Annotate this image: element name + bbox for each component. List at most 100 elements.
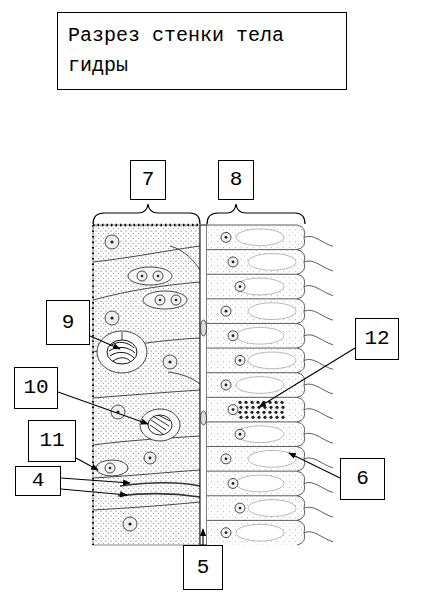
endoderm-layer bbox=[248, 352, 296, 369]
ectoderm-layer bbox=[149, 457, 152, 460]
ectoderm-layer bbox=[168, 372, 200, 384]
endoderm-layer bbox=[221, 380, 231, 390]
ectoderm-layer bbox=[155, 295, 165, 305]
ectoderm-layer bbox=[96, 460, 128, 476]
endoderm-layer bbox=[245, 416, 248, 419]
endoderm-layer bbox=[275, 416, 278, 419]
callout-box: 9 bbox=[46, 300, 90, 345]
callout-box: 10 bbox=[14, 367, 58, 409]
cnidoblast bbox=[148, 415, 172, 435]
nematocyst bbox=[110, 352, 134, 358]
endoderm-layer bbox=[235, 355, 245, 365]
endoderm-layer bbox=[236, 475, 284, 492]
endoderm-layer bbox=[207, 299, 305, 324]
endoderm-layer bbox=[235, 503, 245, 513]
callout-number: 4 bbox=[32, 469, 45, 493]
endoderm-layer bbox=[250, 411, 253, 414]
ectoderm-layer bbox=[93, 225, 200, 545]
ectoderm-layer bbox=[109, 467, 112, 470]
leader-lines bbox=[58, 336, 355, 545]
ectoderm-layer bbox=[153, 271, 163, 281]
endoderm-layer bbox=[235, 282, 245, 292]
ectoderm-layer bbox=[170, 246, 200, 270]
endoderm-layer bbox=[275, 406, 278, 409]
endoderm-layer bbox=[251, 406, 254, 409]
callout-box: 6 bbox=[340, 458, 385, 500]
endoderm-layer bbox=[225, 310, 228, 313]
endoderm-layer bbox=[281, 416, 284, 419]
ectoderm-layer bbox=[159, 299, 162, 302]
ectoderm-layer bbox=[93, 390, 200, 398]
endoderm-layer bbox=[225, 457, 228, 460]
endoderm-layer bbox=[304, 483, 333, 493]
endoderm-layer bbox=[304, 384, 333, 394]
endoderm-layer bbox=[207, 373, 305, 398]
endoderm-layer bbox=[304, 261, 333, 271]
endoderm-layer bbox=[304, 236, 333, 246]
endoderm-layer bbox=[248, 303, 296, 320]
ectoderm-layer bbox=[93, 502, 200, 510]
callout-number: 7 bbox=[142, 168, 155, 192]
endoderm-layer bbox=[207, 520, 305, 545]
endoderm-layer bbox=[304, 409, 333, 419]
ectoderm-layer bbox=[141, 275, 144, 278]
endoderm-layer bbox=[207, 422, 305, 447]
endoderm-layer bbox=[207, 274, 305, 299]
endoderm-layer bbox=[236, 524, 284, 541]
leader-lines bbox=[90, 336, 120, 349]
callout-box: 4 bbox=[15, 466, 61, 496]
endoderm-layer bbox=[232, 261, 235, 264]
ectoderm-layer bbox=[110, 240, 113, 243]
ectoderm-layer bbox=[144, 452, 156, 464]
endoderm-layer bbox=[274, 401, 277, 404]
endoderm-layer bbox=[236, 327, 284, 344]
endoderm-layer bbox=[207, 225, 303, 545]
endoderm-layer bbox=[262, 411, 265, 414]
nematocyst bbox=[107, 332, 137, 364]
callout-number: 5 bbox=[197, 556, 210, 580]
endoderm-layer bbox=[274, 411, 277, 414]
callout-box: 7 bbox=[130, 160, 166, 200]
ectoderm-layer bbox=[128, 522, 131, 525]
endoderm-layer bbox=[269, 416, 272, 419]
ectoderm-layer bbox=[92, 225, 94, 545]
mesoglea bbox=[201, 411, 207, 425]
endoderm-layer bbox=[207, 471, 305, 496]
ectoderm-layer bbox=[110, 316, 113, 319]
title-box: Разрез стенки тела гидры bbox=[57, 12, 347, 90]
endoderm-layer bbox=[221, 232, 231, 242]
mesoglea bbox=[200, 225, 207, 545]
leader-lines bbox=[259, 348, 355, 407]
endoderm-layer bbox=[280, 401, 283, 404]
ectoderm-layer bbox=[123, 517, 137, 531]
endoderm-layer bbox=[239, 359, 242, 362]
endoderm-layer bbox=[236, 426, 284, 443]
endoderm-layer bbox=[228, 331, 238, 341]
endoderm-layer bbox=[251, 416, 254, 419]
layer-brackets bbox=[93, 204, 305, 224]
ectoderm-layer bbox=[93, 224, 200, 227]
mesoglea bbox=[201, 320, 207, 336]
endoderm-layer bbox=[221, 454, 231, 464]
endoderm-layer bbox=[207, 225, 305, 250]
leader-lines bbox=[76, 458, 98, 470]
ectoderm-layer bbox=[163, 355, 177, 369]
ectoderm-layer bbox=[143, 291, 187, 309]
nematocyst bbox=[107, 340, 137, 364]
endoderm-layer bbox=[207, 496, 305, 521]
callout-number: 9 bbox=[62, 311, 75, 335]
callout-box: 12 bbox=[355, 318, 399, 360]
layer-brackets bbox=[93, 204, 200, 224]
endoderm-layer bbox=[280, 411, 283, 414]
endoderm-layer bbox=[268, 411, 271, 414]
endoderm-layer bbox=[263, 406, 266, 409]
ectoderm-layer bbox=[137, 271, 147, 281]
ectoderm-layer bbox=[105, 311, 119, 325]
ectoderm-layer bbox=[105, 463, 115, 473]
endoderm-layer bbox=[248, 450, 296, 467]
endoderm-layer bbox=[228, 405, 238, 415]
endoderm-layer bbox=[281, 406, 284, 409]
ectoderm-layer bbox=[97, 331, 147, 373]
nematocyst bbox=[113, 358, 131, 362]
